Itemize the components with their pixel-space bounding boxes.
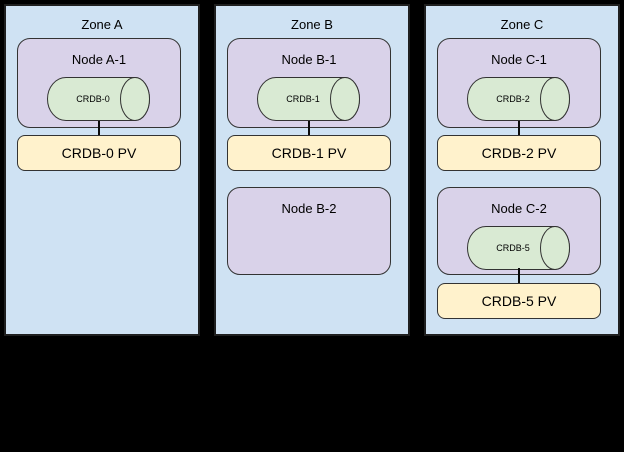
pv-label: CRDB-1 PV	[271, 145, 347, 161]
connector-line	[308, 121, 310, 135]
node-box: Node A-1 CRDB-0	[17, 38, 181, 128]
database-label: CRDB-0	[76, 94, 110, 104]
pv-label: CRDB-0 PV	[61, 145, 137, 161]
node-label: Node C-2	[491, 201, 547, 216]
node-label: Node A-1	[71, 52, 127, 67]
connector-line	[518, 121, 520, 135]
connector-line	[518, 268, 520, 283]
pv-label: CRDB-5 PV	[481, 293, 557, 309]
pv-box: CRDB-2 PV	[437, 135, 601, 171]
database-cylinder-icon: CRDB-1	[257, 77, 360, 121]
zone-a-container: Zone A Node A-1 CRDB-0 CRDB-0 PV	[4, 4, 200, 336]
pv-box: CRDB-5 PV	[437, 283, 601, 319]
pv-label: CRDB-2 PV	[481, 145, 557, 161]
database-cylinder-icon: CRDB-0	[47, 77, 150, 121]
node-label: Node C-1	[491, 52, 547, 67]
zone-label: Zone B	[291, 17, 333, 32]
node-box: Node C-2 CRDB-5	[437, 187, 601, 275]
database-label: CRDB-5	[496, 243, 530, 253]
zone-label: Zone C	[500, 17, 544, 32]
database-cylinder-icon: CRDB-2	[467, 77, 570, 121]
node-label: Node B-2	[281, 201, 337, 216]
database-cylinder-icon: CRDB-5	[467, 226, 570, 270]
node-box: Node B-1 CRDB-1	[227, 38, 391, 128]
connector-line	[98, 121, 100, 135]
node-label: Node B-1	[281, 52, 337, 67]
pv-box: CRDB-1 PV	[227, 135, 391, 171]
zone-label: Zone A	[81, 17, 123, 32]
zone-c-container: Zone C Node C-1 CRDB-2 CRDB-2 PV Node C-…	[424, 4, 620, 336]
node-box: Node C-1 CRDB-2	[437, 38, 601, 128]
database-label: CRDB-2	[496, 94, 530, 104]
database-label: CRDB-1	[286, 94, 320, 104]
node-box: Node B-2	[227, 187, 391, 275]
zone-b-container: Zone B Node B-1 CRDB-1 CRDB-1 PV Node B-…	[214, 4, 410, 336]
pv-box: CRDB-0 PV	[17, 135, 181, 171]
